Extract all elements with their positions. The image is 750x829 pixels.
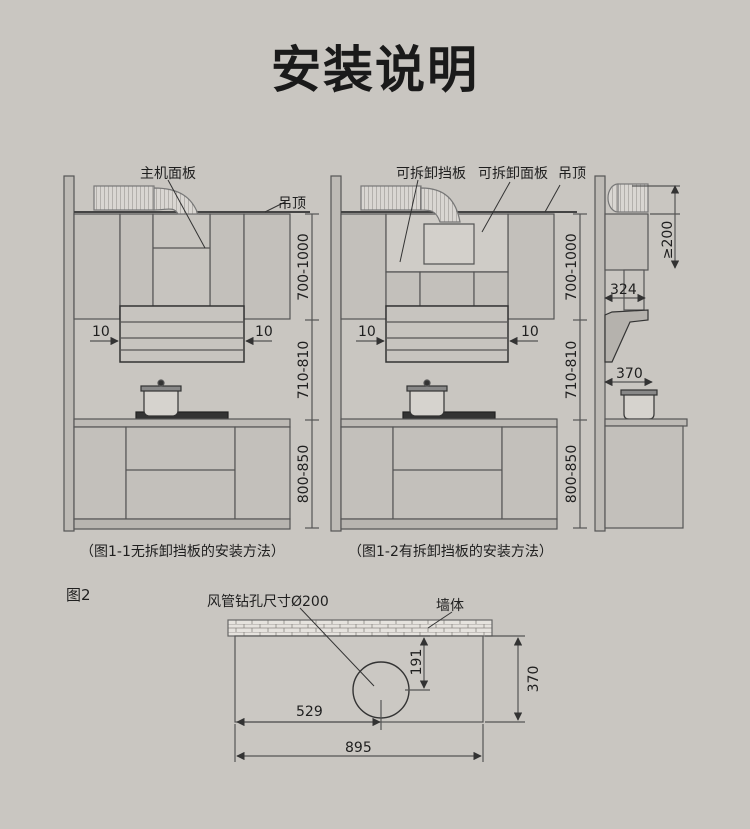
fig2-label-ceiling: 吊顶 bbox=[558, 166, 586, 182]
fig4-dim-895: 895 bbox=[345, 740, 372, 756]
fig4-dim-370: 370 bbox=[526, 666, 542, 693]
fig2-dim-mid: 710-810 bbox=[564, 341, 580, 400]
fig3-dim-top: ≥200 bbox=[660, 221, 676, 259]
fig4-dim-529: 529 bbox=[296, 704, 323, 720]
fig2-label-baffle: 可拆卸挡板 bbox=[396, 166, 466, 182]
figure-side-view bbox=[594, 175, 688, 532]
fig2-caption: （图1-2有拆卸挡板的安装方法） bbox=[348, 544, 553, 560]
figure-1-1 bbox=[63, 175, 319, 532]
fig3-dim-mid: 324 bbox=[610, 282, 637, 298]
fig4-dim-191: 191 bbox=[409, 649, 425, 676]
fig4-label-wall: 墙体 bbox=[436, 598, 464, 614]
fig2-dim-bottom: 800-850 bbox=[564, 445, 580, 504]
fig3-dim-low: 370 bbox=[616, 366, 643, 382]
fig2-dim-right: 10 bbox=[521, 324, 539, 340]
figure-2-top-view bbox=[227, 607, 525, 762]
fig1-dim-mid: 710-810 bbox=[296, 341, 312, 400]
fig2-label-panel: 可拆卸面板 bbox=[478, 166, 548, 182]
fig1-label-main-panel: 主机面板 bbox=[140, 166, 196, 182]
fig1-label-ceiling: 吊顶 bbox=[278, 196, 306, 212]
fig1-dim-right: 10 bbox=[255, 324, 273, 340]
fig1-dim-left: 10 bbox=[92, 324, 110, 340]
fig4-label: 图2 bbox=[66, 586, 91, 604]
fig2-dim-left: 10 bbox=[358, 324, 376, 340]
fig2-dim-top: 700-1000 bbox=[564, 233, 580, 300]
fig4-label-hole: 风管钻孔尺寸Ø200 bbox=[207, 594, 329, 610]
fig1-dim-bottom: 800-850 bbox=[296, 445, 312, 504]
figure-1-2 bbox=[330, 175, 587, 532]
fig1-dim-top: 700-1000 bbox=[296, 233, 312, 300]
fig1-caption: （图1-1无拆卸挡板的安装方法） bbox=[80, 544, 285, 560]
page-title: 安装说明 bbox=[271, 41, 479, 99]
